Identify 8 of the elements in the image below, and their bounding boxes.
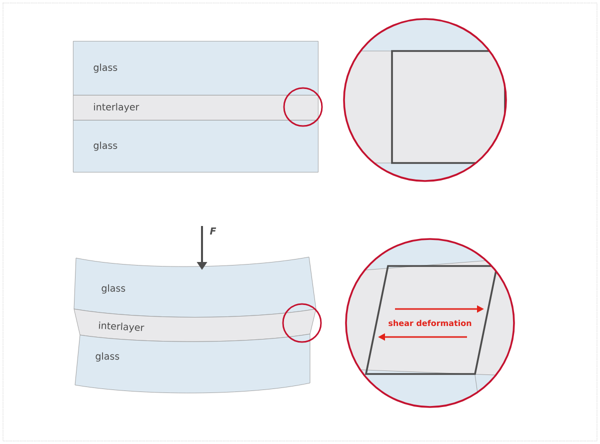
interlayer-band: interlayer bbox=[74, 308, 316, 342]
annotation: shear deformation bbox=[388, 320, 472, 326]
glass-layer: glass bbox=[73, 120, 318, 172]
glass-layer: glass bbox=[73, 41, 318, 96]
glass-layer: glass bbox=[74, 256, 316, 318]
force-label: F bbox=[210, 228, 216, 234]
glass-layer: glass bbox=[74, 334, 310, 394]
interlayer-band: interlayer bbox=[73, 95, 318, 120]
